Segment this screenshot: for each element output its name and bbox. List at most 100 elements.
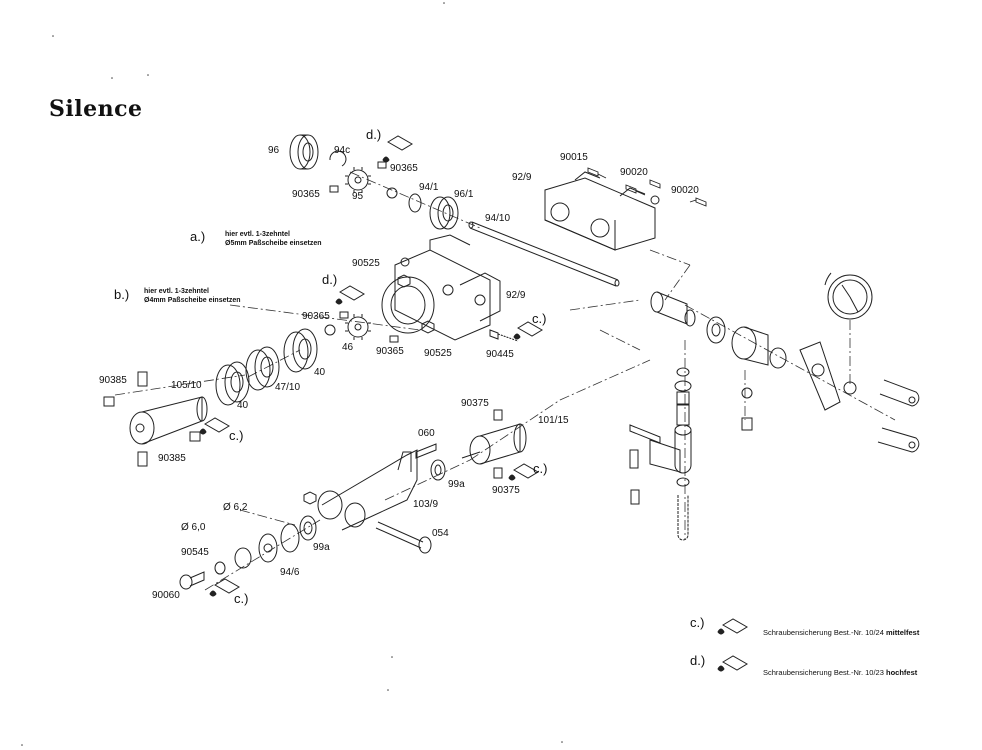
label-103-9: 103/9 [413,499,439,510]
legend-c-bottle [717,618,748,635]
clock-gauge [824,272,873,320]
setscrew [389,335,399,343]
legend-c-text: Schraubensicherung Best.-Nr. 10/24 mitte… [763,628,919,637]
housing-92-9 [381,234,501,341]
label-90060: 90060 [152,590,180,601]
bearing-94-6 [258,523,300,563]
label-90365: 90365 [376,346,404,357]
label-95: 95 [352,191,364,202]
ball-joint [843,381,857,395]
legend-c-strength: mittelfest [886,628,920,637]
legend-d-strength: hochfest [886,668,918,677]
label-054: 054 [432,528,449,539]
right-shaft [650,291,696,327]
label-90375: 90375 [492,485,520,496]
note-b-marker: b.) [114,287,130,302]
note-a-line1: hier evtl. 1-3zehntel [225,231,290,238]
label-92-9: 92/9 [512,172,532,183]
label-40: 40 [314,367,326,378]
label-96: 96 [268,145,280,156]
setscrews-90385 [103,371,201,467]
label-90525: 90525 [424,348,452,359]
bearing-small [769,347,787,369]
note-a-marker: a.) [190,229,206,244]
bearing-99a-low [299,515,317,541]
label-90375: 90375 [461,398,489,409]
gear-46 [345,314,371,340]
label-99a: 99a [448,479,465,490]
screw-90445 [489,329,519,342]
bearing-99a-mid [430,459,446,481]
label-90020: 90020 [671,185,699,196]
setscrew [339,311,349,319]
label-90445: 90445 [486,349,514,360]
label-90365: 90365 [390,163,418,174]
label-94-10: 94/10 [485,213,511,224]
bracket-92-9-top [544,171,660,251]
label-90365: 90365 [292,189,320,200]
legend-d-text: Schraubensicherung Best.-Nr. 10/23 hochf… [763,668,917,677]
label-47-10: 47/10 [275,382,301,393]
bearing-right [706,316,726,344]
setscrew [377,161,387,169]
servo-stack [629,367,753,541]
setscrew [329,185,339,193]
lever-103-9 [317,449,418,531]
nuts-90525 [397,274,435,334]
label-060: 060 [418,428,435,439]
nut [303,491,317,505]
label-46: 46 [342,342,354,353]
label-90020: 90020 [620,167,648,178]
callout-c-mid: c.) [532,311,547,326]
note-b-line1: hier evtl. 1-3zehntel [144,288,209,295]
note-b-line2: Ø4mm Paßscheibe einsetzen [144,297,241,304]
legend-d-bottle [717,655,748,672]
callout-d-mid: d.) [322,272,338,287]
c-glue-bottle-mid [513,321,543,340]
label-90545: 90545 [181,547,209,558]
callout-c-lever: c.) [533,461,548,476]
shaft-94-10 [468,221,620,287]
bearing-47-10 [245,346,280,391]
bearing-96-1 [429,196,459,230]
label-96-1: 96/1 [454,189,474,200]
gear-95 [345,167,371,193]
coupler-right [731,326,769,366]
label-99a: 99a [313,542,330,553]
label-90385: 90385 [99,375,127,386]
label-94-6: 94/6 [280,567,300,578]
washer [324,324,336,336]
label-90015: 90015 [560,152,588,163]
ball-link-2 [877,427,920,453]
bolt-060 [415,443,437,459]
callout-c-low: c.) [234,591,249,606]
legend-c-desc: Schraubensicherung Best.-Nr. 10/24 [763,628,884,637]
bolt-90060 [179,571,205,590]
c-glue-bottle-lever [508,463,539,481]
ball-link-1 [879,379,920,407]
label-90525: 90525 [352,258,380,269]
bearing-40-b [283,328,318,373]
hub-101-15 [461,409,527,479]
callout-d-top: d.) [366,127,382,142]
arm-plate [799,341,841,411]
c-glue-bottle-low [209,578,240,597]
washer [386,187,398,199]
c-glue-bottle-left [199,417,230,435]
d-glue-bottle-top [382,135,413,163]
label-40: 40 [237,400,249,411]
label-90365: 90365 [302,311,330,322]
screws-90015-90020 [587,167,707,207]
label-94-1: 94/1 [419,182,439,193]
bolt-054 [375,521,432,554]
label-dia-6-0: Ø 6,0 [181,522,206,533]
bushing-94-1 [408,193,422,213]
washer [214,561,226,575]
label-101-15: 101/15 [538,415,569,426]
legend-c-marker: c.) [690,615,705,630]
bearing-96 [289,134,319,170]
washer-90545 [234,547,252,569]
d-glue-bottle-mid [335,285,365,305]
dust-dots [21,2,563,746]
